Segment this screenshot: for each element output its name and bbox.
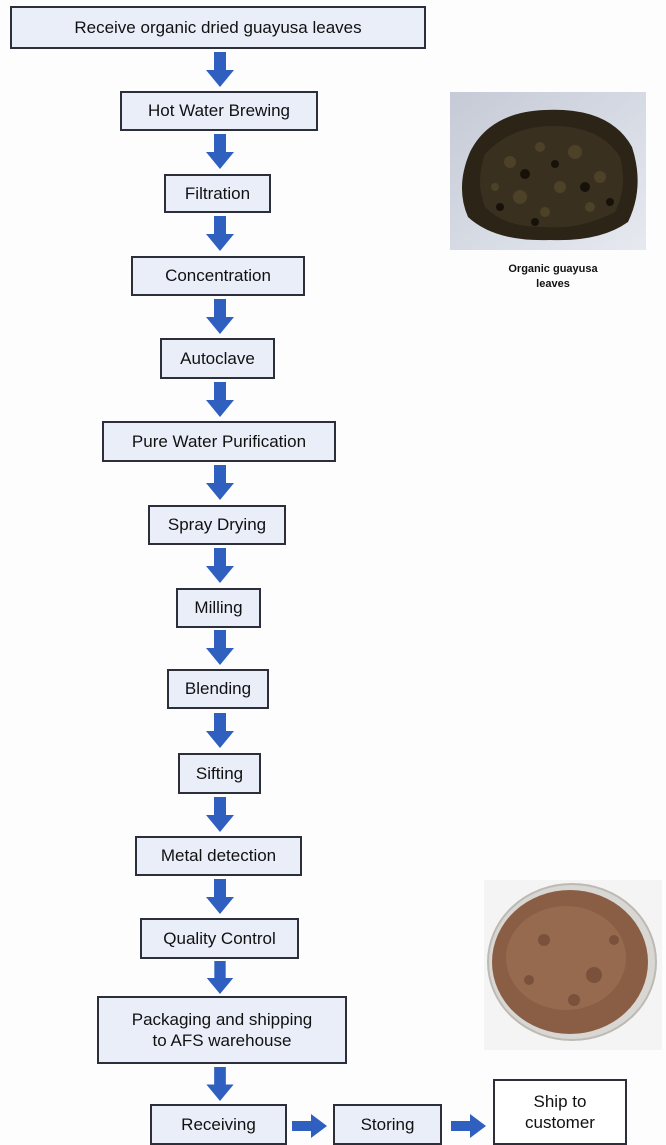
right-arrow-icon — [451, 1114, 486, 1138]
right-arrow-icon — [292, 1114, 327, 1138]
step-concentration: Concentration — [131, 256, 305, 296]
down-arrow-icon — [206, 52, 234, 87]
step-blending: Blending — [167, 669, 269, 709]
down-arrow-icon — [206, 134, 234, 169]
down-arrow-icon — [206, 299, 234, 334]
down-arrow-icon — [206, 961, 234, 995]
step-storing: Storing — [333, 1104, 442, 1145]
leaves-caption: Organic guayusa leaves — [508, 263, 598, 290]
step-receiving: Receiving — [150, 1104, 287, 1145]
down-arrow-icon — [206, 879, 234, 914]
down-arrow-icon — [206, 548, 234, 583]
down-arrow-icon — [206, 465, 234, 500]
step-metal-detection: Metal detection — [135, 836, 302, 876]
step-hot-water-brewing: Hot Water Brewing — [120, 91, 318, 131]
step-receive-leaves: Receive organic dried guayusa leaves — [10, 6, 426, 49]
down-arrow-icon — [206, 382, 234, 417]
step-ship-to-customer: Ship to customer — [493, 1079, 627, 1145]
guayusa-powder-photo — [484, 880, 662, 1050]
down-arrow-icon — [206, 630, 234, 665]
step-spray-drying: Spray Drying — [148, 505, 286, 545]
step-quality-control: Quality Control — [140, 918, 299, 959]
down-arrow-icon — [206, 713, 234, 748]
step-autoclave: Autoclave — [160, 338, 275, 379]
down-arrow-icon — [206, 797, 234, 832]
down-arrow-icon — [206, 216, 234, 251]
step-milling: Milling — [176, 588, 261, 628]
down-arrow-icon — [206, 1067, 234, 1102]
step-filtration: Filtration — [164, 174, 271, 213]
step-sifting: Sifting — [178, 753, 261, 794]
step-packaging-shipping: Packaging and shipping to AFS warehouse — [97, 996, 347, 1064]
guayusa-leaves-photo — [450, 92, 646, 250]
step-pure-water-purification: Pure Water Purification — [102, 421, 336, 462]
